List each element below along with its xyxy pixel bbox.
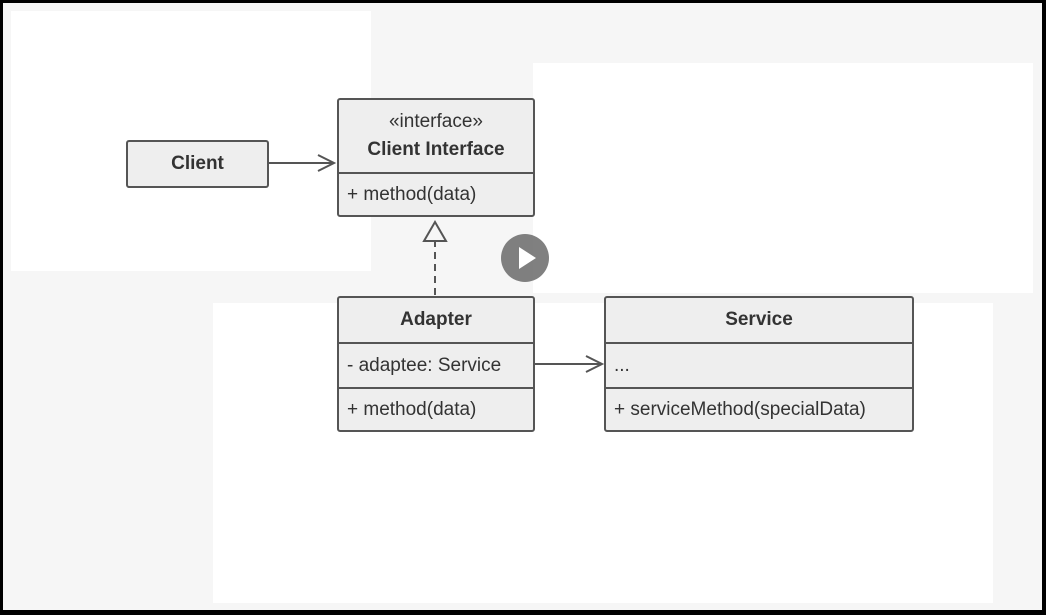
play-button[interactable] — [501, 234, 549, 282]
adapter-field: - adaptee: Service — [339, 342, 533, 387]
service-name: Service — [725, 309, 793, 330]
client-interface-header: «interface» Client Interface — [339, 100, 533, 172]
client-interface-method: + method(data) — [339, 172, 533, 215]
client-association-arrowhead — [317, 154, 337, 172]
client-interface-class: «interface» Client Interface + method(da… — [337, 98, 535, 217]
adapter-name: Adapter — [400, 309, 472, 330]
service-class: Service ... + serviceMethod(specialData) — [604, 296, 914, 432]
client-class: Client — [126, 140, 269, 188]
adapter-class: Adapter - adaptee: Service + method(data… — [337, 296, 535, 432]
video-frame: Client «interface» Client Interface + me… — [3, 3, 1042, 610]
bg-patch — [533, 63, 1033, 293]
interface-stereotype: «interface» — [388, 111, 483, 132]
play-icon — [519, 247, 536, 269]
diagram-connectors — [268, 154, 605, 373]
client-interface-name: Client Interface — [367, 139, 505, 160]
adapter-service-arrowhead — [585, 355, 605, 373]
realization-hollow-triangle — [422, 220, 448, 242]
adapter-method: + method(data) — [339, 387, 533, 430]
client-label: Client — [171, 153, 224, 174]
service-method: + serviceMethod(specialData) — [606, 387, 912, 430]
service-field: ... — [606, 342, 912, 387]
